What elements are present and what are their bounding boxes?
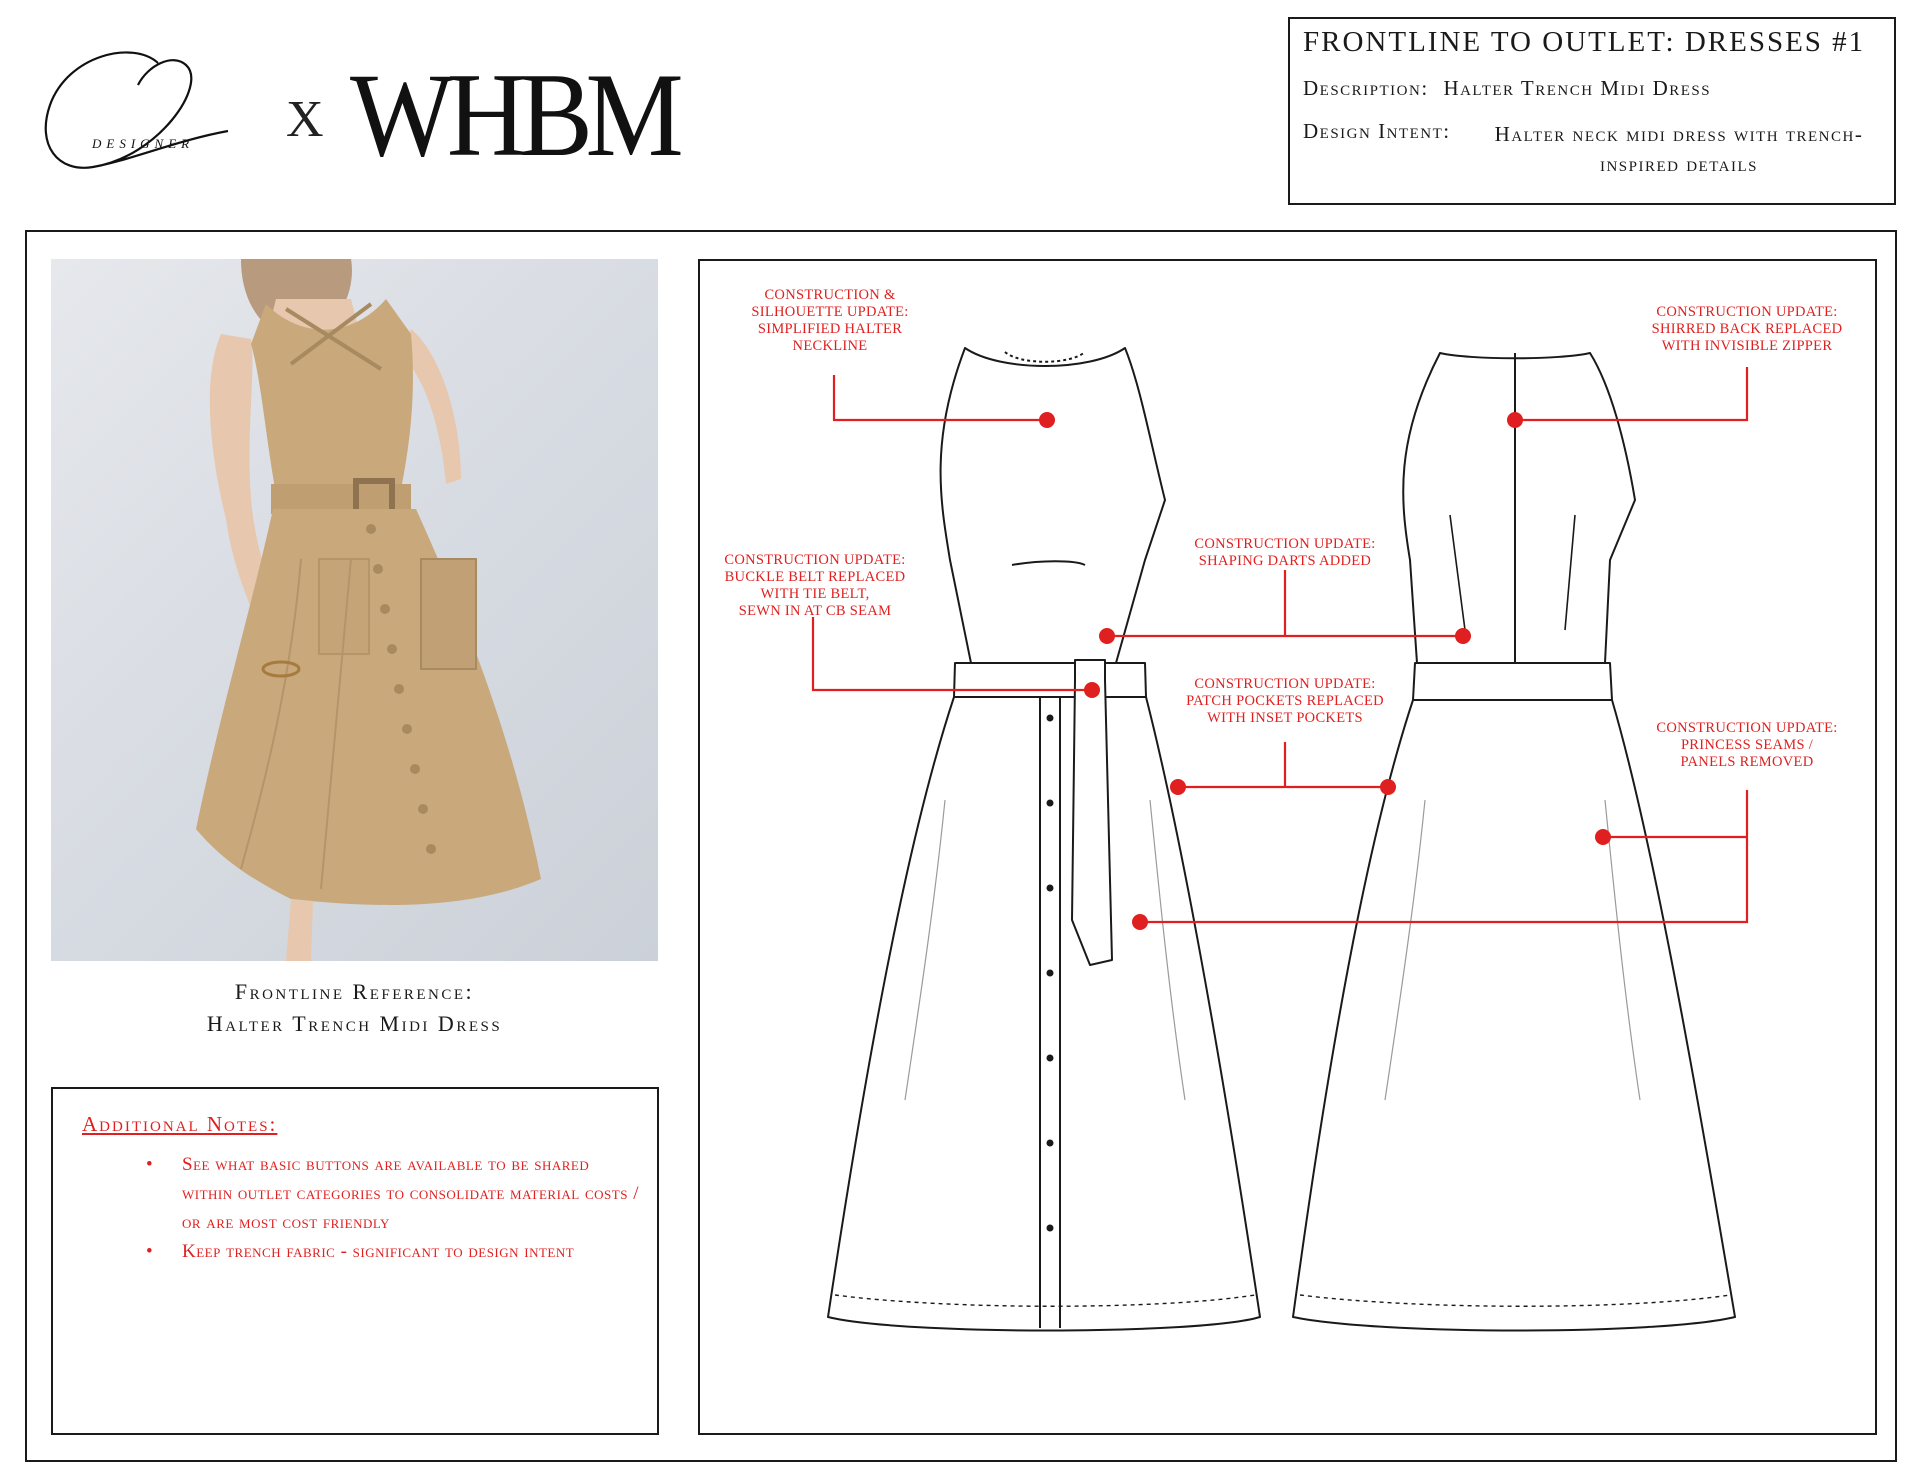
annotation-darts: CONSTRUCTION UPDATE: SHAPING DARTS ADDED [1194,536,1376,569]
design-intent-value: Halter neck midi dress with trench-inspi… [1494,122,1864,177]
notes-list: • See what basic buttons are available t… [146,1150,642,1266]
description-value: Halter Trench Midi Dress [1443,76,1712,100]
designer-logo-script-c [44,51,229,169]
logo-collab-x: X [286,91,324,148]
annotation-zipper: CONSTRUCTION UPDATE: SHIRRED BACK REPLAC… [1651,304,1843,354]
design-intent-label: Design Intent: [1303,119,1451,143]
bullet-icon: • [146,1241,154,1262]
reference-caption-line2: Halter Trench Midi Dress [206,1010,503,1036]
technical-sketch-frame [698,259,1877,1435]
info-box [1288,17,1896,205]
notes-title: Additional Notes: [82,1112,278,1136]
main-frame [25,230,1897,1462]
annotation-seams: CONSTRUCTION UPDATE: PRINCESS SEAMS / PA… [1656,720,1838,770]
dress-photo-illustration [196,259,541,961]
note-item: • Keep trench fabric - significant to de… [146,1237,642,1266]
reference-caption: Frontline Reference: Halter Trench Midi … [51,976,658,1040]
description-row: Description: Halter Trench Midi Dress [1303,76,1711,101]
note-item-text: See what basic buttons are available to … [182,1154,639,1233]
note-item-text: Keep trench fabric - significant to desi… [182,1241,575,1262]
logo-designer-text: DESIGNER [92,136,195,151]
bullet-icon: • [146,1154,154,1175]
reference-caption-line1: Frontline Reference: [234,979,475,1004]
whbm-logo: WHBM [350,48,684,181]
frontline-reference-photo [51,259,658,961]
annotation-neckline: CONSTRUCTION & SILHOUETTE UPDATE: SIMPLI… [751,287,909,354]
annotation-pockets: CONSTRUCTION UPDATE: PATCH POCKETS REPLA… [1186,676,1384,726]
notes-box [51,1087,659,1435]
annotation-belt: CONSTRUCTION UPDATE: BUCKLE BELT REPLACE… [724,552,906,619]
description-label: Description: [1303,76,1429,100]
note-item: • See what basic buttons are available t… [146,1150,642,1237]
page-title: FRONTLINE TO OUTLET: DRESSES #1 [1303,26,1866,58]
